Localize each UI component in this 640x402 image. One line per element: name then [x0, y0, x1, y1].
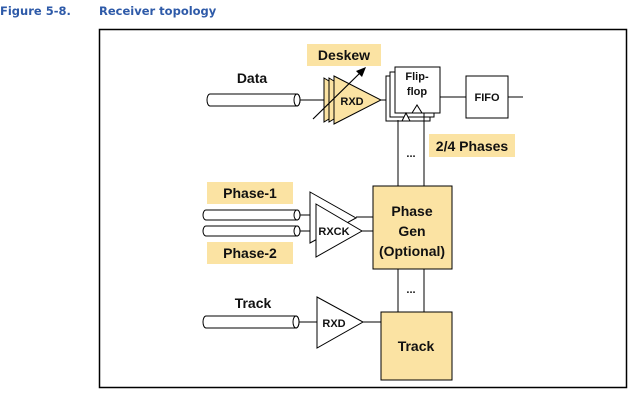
track-block [380, 311, 453, 381]
rxck-buffer [309, 191, 364, 258]
phase2-label: Phase-2 [223, 245, 277, 261]
phase-gen-label-line2: Gen [398, 223, 425, 239]
rxd-track-label: RXD [322, 318, 345, 330]
phase-gen-block [372, 185, 453, 270]
phase-bus-ellipsis-bottom: ... [406, 284, 415, 296]
figure-number: Figure 5-8. [0, 4, 71, 18]
rxck-label: RXCK [318, 226, 349, 238]
phase2-label-bg [207, 242, 293, 264]
flip-flop-label-line2: flop [407, 86, 427, 98]
rxd-data-buffer [323, 75, 383, 125]
phases-label: 2/4 Phases [436, 138, 509, 154]
flip-flop-label-line1: Flip- [405, 71, 429, 83]
phase-bus-ellipsis-top: ... [406, 148, 415, 160]
phases-label-bg [429, 134, 515, 157]
fifo-block [465, 75, 509, 119]
phase2-cable-icon [202, 225, 316, 237]
deskew-arrow-icon [312, 67, 366, 120]
phase1-label-bg [207, 182, 293, 204]
phase-gen-label-line3: (Optional) [379, 243, 445, 259]
rxd-data-label: RXD [340, 96, 363, 108]
track-block-label: Track [398, 338, 435, 354]
flip-flop-block [385, 66, 441, 122]
deskew-label: Deskew [318, 47, 370, 63]
phase1-label: Phase-1 [223, 185, 277, 201]
fifo-label: FIFO [474, 92, 499, 104]
track-input-label: Track [235, 295, 272, 311]
phase-gen-label-line1: Phase [391, 203, 432, 219]
figure-title: Receiver topology [99, 4, 217, 18]
track-cable-icon [202, 315, 317, 329]
phase1-cable-icon [202, 209, 310, 221]
data-cable-icon [206, 93, 324, 107]
data-label: Data [237, 70, 268, 86]
figure-frame [98, 28, 628, 389]
rxd-track-buffer [316, 296, 365, 349]
deskew-label-bg [307, 44, 381, 66]
